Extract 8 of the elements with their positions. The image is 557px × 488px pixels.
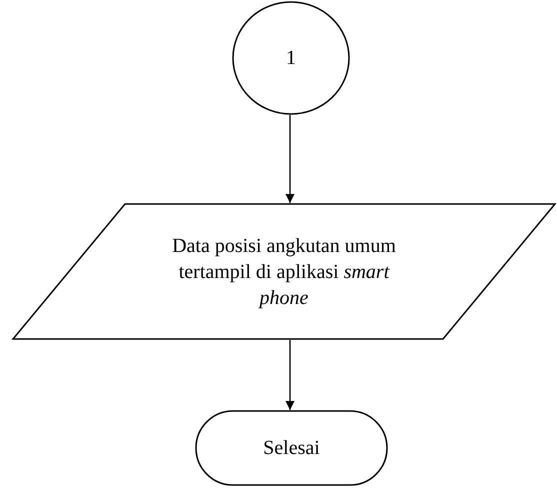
data-parallelogram bbox=[12, 203, 556, 340]
arrow bbox=[286, 115, 294, 203]
node-text: Data posisi angkutan umum tertampil di aplikasi smart phone bbox=[171, 234, 397, 310]
connector-circle bbox=[232, 1, 350, 115]
node-text: Selesai bbox=[262, 436, 321, 461]
node-text: 1 bbox=[285, 46, 297, 71]
arrow bbox=[286, 340, 294, 410]
terminal-shape bbox=[195, 410, 388, 486]
